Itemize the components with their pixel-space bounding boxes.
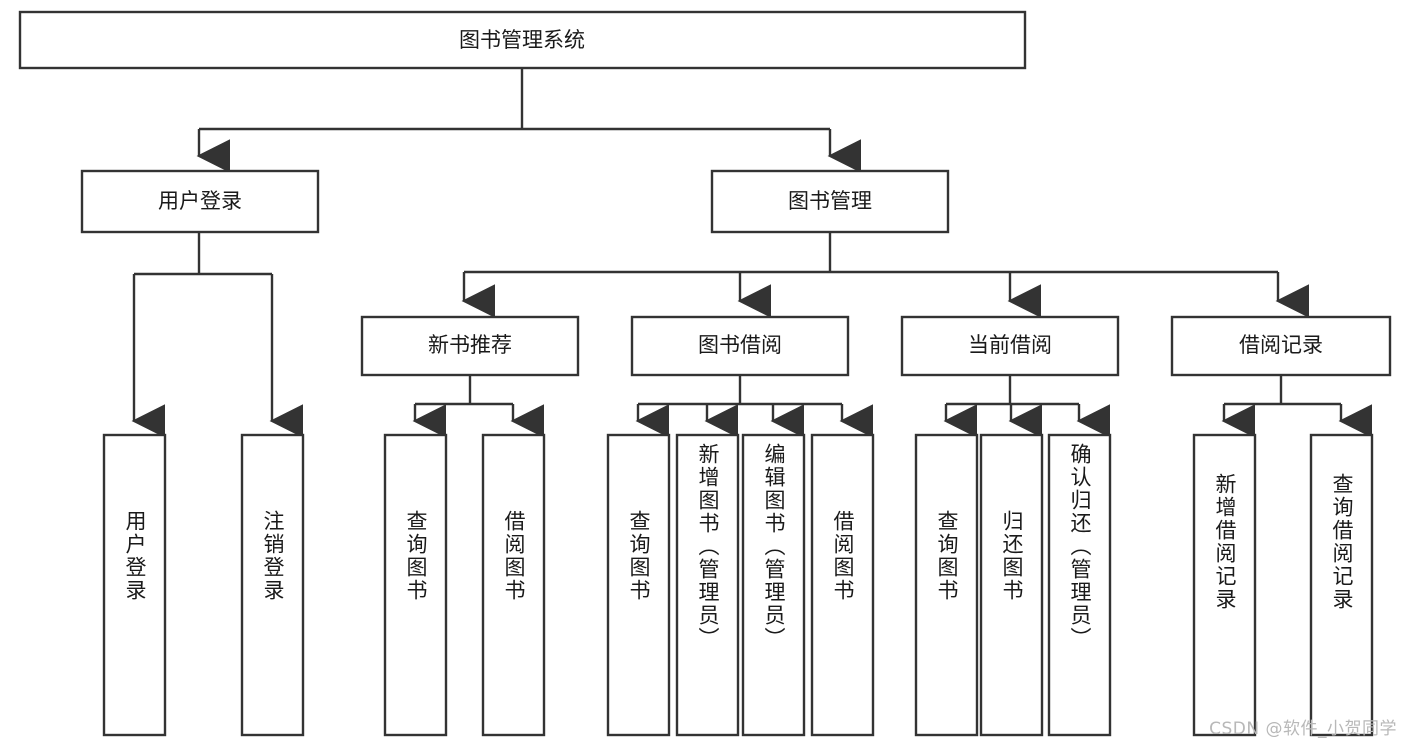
node-user-login-label: 用户登录 (158, 189, 242, 213)
node-leaf-query-book-1-box[interactable] (383, 433, 448, 737)
node-leaf-borrow-book-1-box[interactable] (481, 433, 546, 737)
node-current-borrow-label: 当前借阅 (968, 333, 1052, 357)
node-leaf-add-record-box[interactable] (1192, 433, 1257, 737)
nodes-layer: 图书管理系统 用户登录 图书管理 新书推荐 图书借阅 当前 (18, 10, 1392, 737)
node-current-borrow-box[interactable] (900, 315, 1120, 377)
node-user-login-box[interactable] (80, 169, 320, 234)
node-leaf-logout-login-box[interactable] (240, 433, 305, 737)
node-leaf-return-book-box[interactable] (979, 433, 1044, 737)
leaf-boxes-layer (102, 433, 1374, 737)
node-borrow-record-label: 借阅记录 (1239, 333, 1323, 357)
node-root-box[interactable] (18, 10, 1027, 70)
node-leaf-query-record-box[interactable] (1309, 433, 1374, 737)
node-borrow-record-box[interactable] (1170, 315, 1392, 377)
node-new-book-recommend-box[interactable] (360, 315, 580, 377)
node-leaf-confirm-return-box[interactable] (1047, 433, 1112, 737)
node-leaf-user-login-box[interactable] (102, 433, 167, 737)
node-user-login[interactable]: 用户登录 (80, 169, 320, 234)
edges-layer (131, 68, 1373, 438)
node-leaf-add-book-box[interactable] (675, 433, 740, 737)
node-root-label: 图书管理系统 (459, 28, 585, 52)
node-leaf-query-book-3-box[interactable] (914, 433, 979, 737)
node-leaf-edit-book-box[interactable] (741, 433, 806, 737)
node-book-manage-label: 图书管理 (788, 189, 872, 213)
node-book-borrow-box[interactable] (630, 315, 850, 377)
node-root[interactable]: 图书管理系统 (18, 10, 1027, 70)
node-book-manage-box[interactable] (710, 169, 950, 234)
node-borrow-record[interactable]: 借阅记录 (1170, 315, 1392, 377)
node-new-book-recommend-label: 新书推荐 (428, 333, 512, 357)
node-leaf-borrow-book-2-box[interactable] (810, 433, 875, 737)
node-book-borrow-label: 图书借阅 (698, 333, 782, 357)
node-current-borrow[interactable]: 当前借阅 (900, 315, 1120, 377)
node-leaf-query-book-2-box[interactable] (606, 433, 671, 737)
node-book-borrow[interactable]: 图书借阅 (630, 315, 850, 377)
csdn-watermark: CSDN @软件_小贺同学 (1209, 719, 1397, 739)
node-new-book-recommend[interactable]: 新书推荐 (360, 315, 580, 377)
node-book-manage[interactable]: 图书管理 (710, 169, 950, 234)
